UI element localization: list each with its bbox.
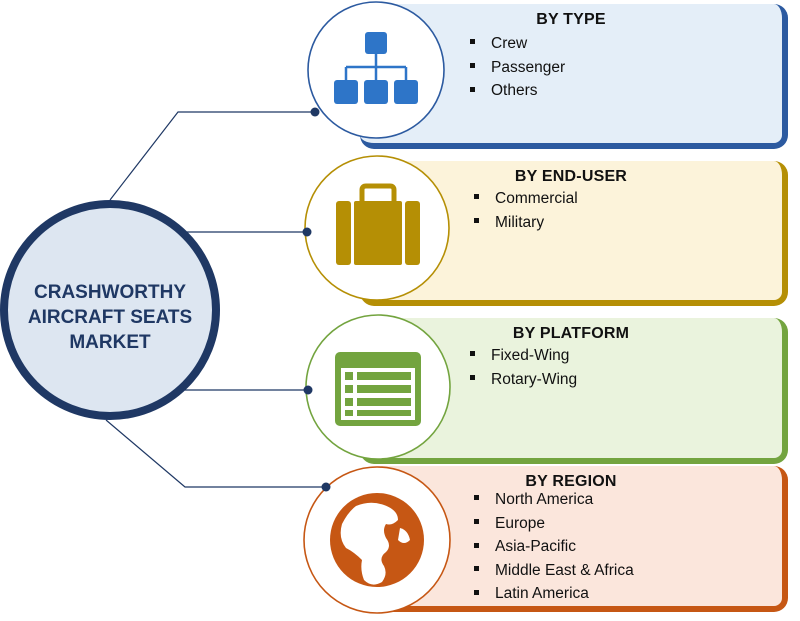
list-by-region: North America Europe Asia-Pacific Middle…: [474, 488, 634, 606]
bullet-icon: [474, 495, 479, 501]
list-by-platform: Fixed-Wing Rotary-Wing: [470, 344, 577, 391]
center-title-line-2: AIRCRAFT SEATS: [27, 307, 193, 328]
list-item: Passenger: [470, 56, 565, 80]
hierarchy-icon: [334, 32, 418, 104]
bullet-icon: [470, 63, 475, 68]
list-item: Rotary-Wing: [470, 368, 577, 392]
panel-title-by-platform: BY PLATFORM: [512, 325, 630, 342]
list-by-end-user: Commercial Military: [474, 187, 578, 234]
list-item: Others: [470, 79, 565, 103]
dot-type: [310, 107, 320, 117]
list-window-icon: [335, 352, 421, 426]
bullet-icon: [474, 566, 479, 572]
panel-title-by-type: BY TYPE: [536, 11, 606, 28]
center-circle: [0, 200, 220, 420]
connector-type: [109, 111, 315, 201]
list-item: Commercial: [474, 187, 578, 211]
panel-title-by-end-user: BY END-USER: [514, 168, 628, 185]
dot-end-user: [302, 227, 312, 237]
dot-region: [321, 482, 331, 492]
connector-dots: [302, 107, 331, 492]
bullet-icon: [474, 542, 479, 548]
list-item: Middle East & Africa: [474, 559, 634, 583]
list-item: Crew: [470, 32, 565, 56]
bullet-icon: [470, 39, 475, 45]
center-title-line-1: CRASHWORTHY: [34, 282, 186, 303]
panel-title-by-region: BY REGION: [525, 473, 617, 490]
list-by-type: Crew Passenger Others: [470, 32, 565, 103]
bullet-icon: [474, 519, 479, 524]
bullet-icon: [470, 86, 475, 92]
list-item: North America: [474, 488, 634, 512]
connector-region: [105, 419, 326, 488]
list-item: Europe: [474, 512, 634, 536]
list-item: Military: [474, 211, 578, 235]
bullet-icon: [474, 218, 479, 223]
list-item: Latin America: [474, 582, 634, 606]
briefcase-icon: [336, 183, 420, 265]
list-item: Asia-Pacific: [474, 535, 634, 559]
bullet-icon: [470, 351, 475, 357]
bullet-icon: [474, 194, 479, 200]
connector-lines: [105, 111, 326, 488]
globe-icon: [330, 493, 424, 587]
center-title: CRASHWORTHY AIRCRAFT SEATS MARKET: [10, 280, 210, 355]
bullet-icon: [474, 589, 479, 595]
bullet-icon: [470, 375, 475, 380]
list-item: Fixed-Wing: [470, 344, 577, 368]
center-title-line-3: MARKET: [69, 332, 151, 353]
dot-platform: [303, 385, 313, 395]
